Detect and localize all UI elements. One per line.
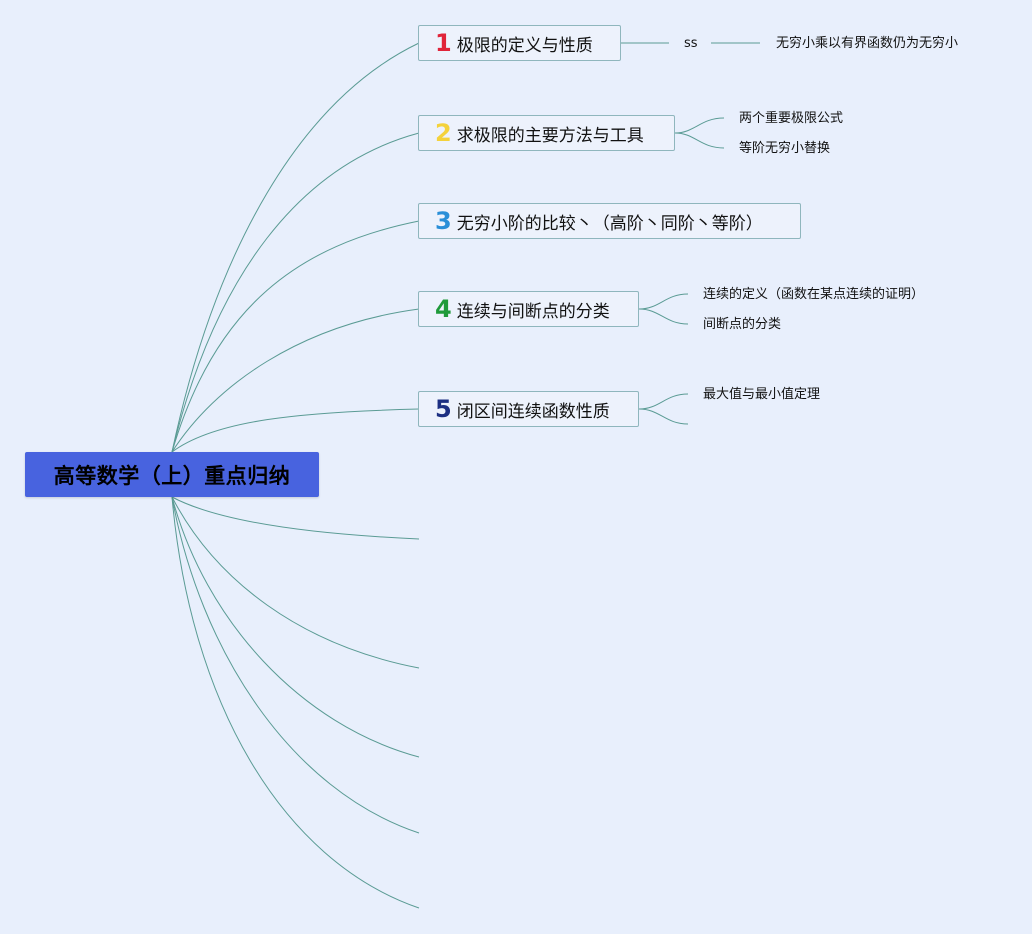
topic-number-2: 2 (435, 119, 452, 147)
branch-line-empty-5 (171, 496, 420, 909)
topic-4[interactable]: 4 连续与间断点的分类 (418, 291, 639, 327)
root-topic-label: 高等数学（上）重点归纳 (53, 463, 291, 488)
branch-line-empty-3 (171, 496, 420, 758)
leaf-line-5-1 (638, 393, 689, 410)
topic-number-1: 1 (435, 29, 452, 57)
branch-line-2 (171, 132, 420, 453)
leaf-line-4-1 (638, 293, 689, 310)
leaf-line-2-1 (674, 117, 725, 134)
topic-label-4: 连续与间断点的分类 (456, 301, 610, 322)
subtopic-2-1[interactable]: 两个重要极限公式 (739, 111, 844, 126)
topic-label-3: 无穷小阶的比较丶（高阶丶同阶丶等阶） (456, 213, 763, 234)
subtopic-2-2[interactable]: 等阶无穷小替换 (739, 141, 831, 156)
subtopic-1-1-1[interactable]: 无穷小乘以有界函数仍为无穷小 (776, 36, 959, 51)
branch-line-5 (171, 408, 420, 453)
topic-number-5: 5 (435, 395, 452, 423)
branch-line-empty-1 (171, 496, 420, 540)
leaf-line-2-2 (674, 132, 725, 149)
topic-5[interactable]: 5 闭区间连续函数性质 (418, 391, 639, 427)
subtopic-4-1[interactable]: 连续的定义（函数在某点连续的证明） (703, 287, 925, 302)
subtopic-1-1[interactable]: ss (684, 36, 698, 51)
leaf-line-5-2 (638, 408, 689, 425)
subtopic-4-2[interactable]: 间断点的分类 (703, 317, 782, 332)
branch-line-empty-4 (171, 496, 420, 834)
topic-label-2: 求极限的主要方法与工具 (456, 125, 644, 146)
leaf-line-4-2 (638, 308, 689, 325)
subtopic-5-1[interactable]: 最大值与最小值定理 (703, 387, 821, 402)
branch-line-1 (171, 42, 420, 453)
topic-3[interactable]: 3 无穷小阶的比较丶（高阶丶同阶丶等阶） (418, 203, 801, 239)
topic-label-5: 闭区间连续函数性质 (456, 401, 610, 422)
branch-line-3 (171, 220, 420, 453)
branch-line-empty-2 (171, 496, 420, 669)
topic-2[interactable]: 2 求极限的主要方法与工具 (418, 115, 675, 151)
branch-line-4 (171, 308, 420, 453)
topic-number-4: 4 (435, 295, 452, 323)
topic-number-3: 3 (435, 207, 452, 235)
topic-label-1: 极限的定义与性质 (456, 35, 593, 56)
topic-1[interactable]: 1 极限的定义与性质 (418, 25, 621, 61)
root-topic[interactable]: 高等数学（上）重点归纳 (25, 452, 319, 497)
